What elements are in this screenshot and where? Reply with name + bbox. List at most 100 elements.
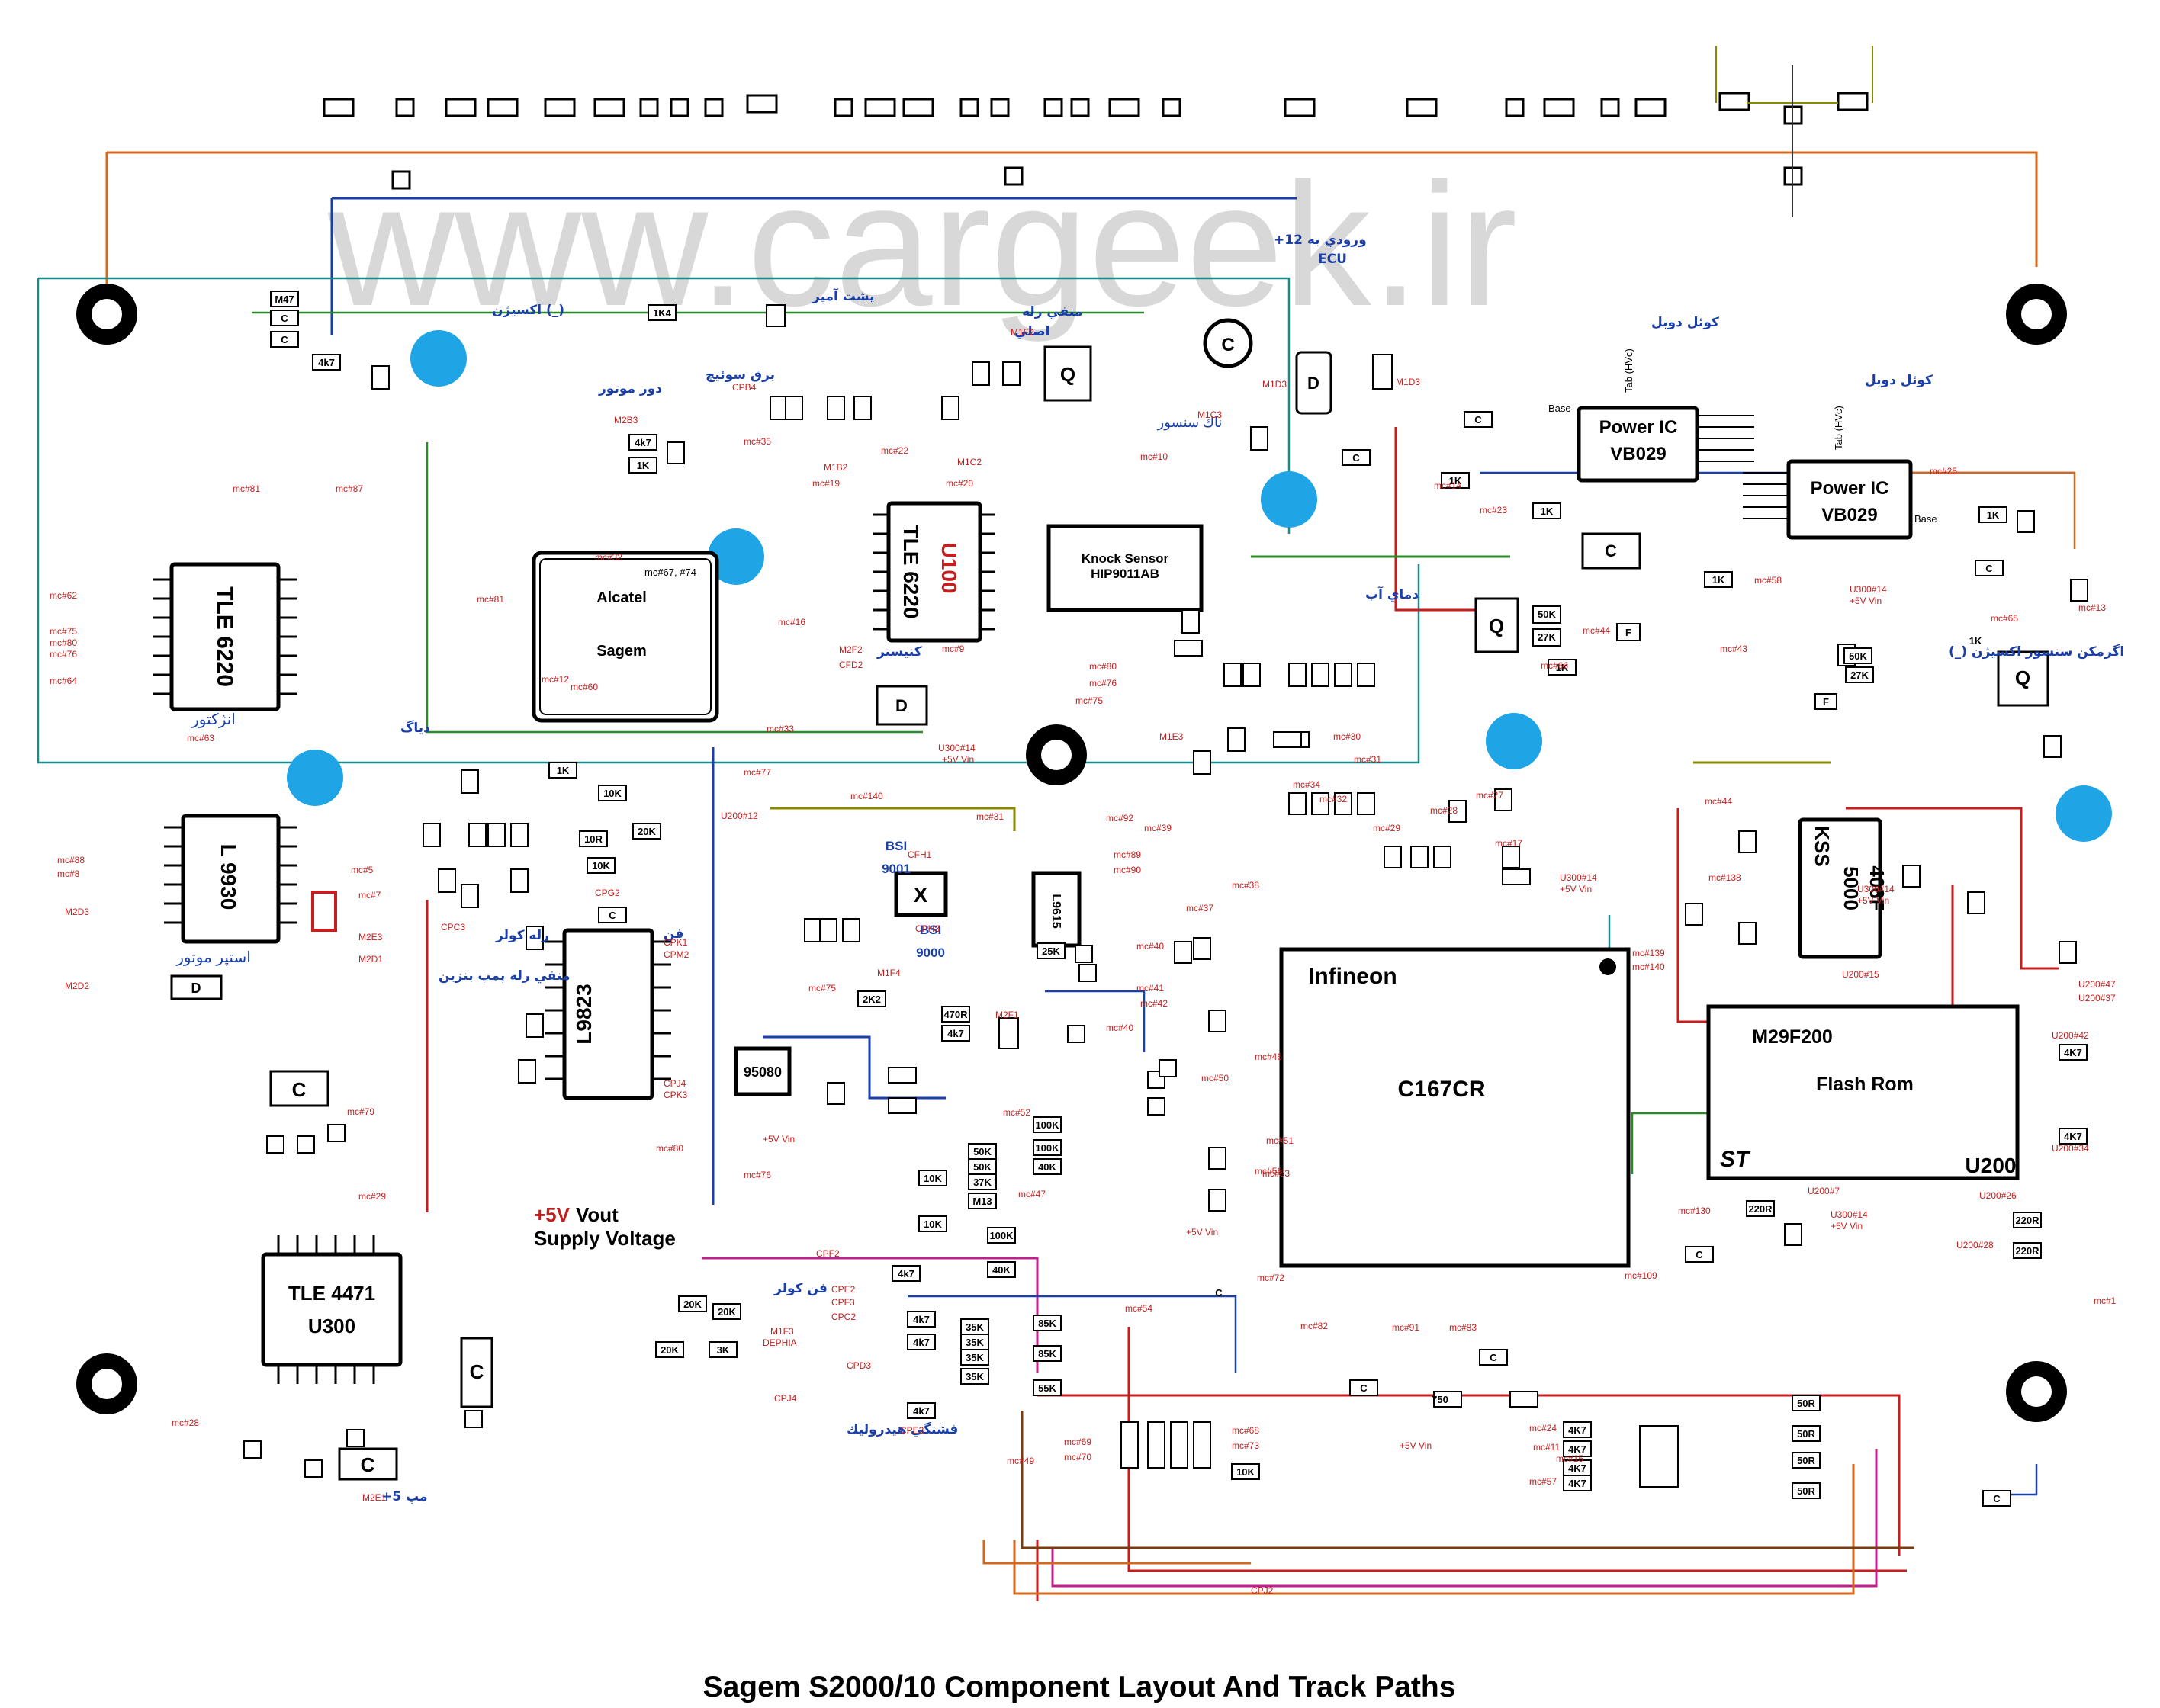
- svg-text:Q: Q: [2015, 666, 2030, 689]
- svg-text:+5V Vin: +5V Vin: [1400, 1440, 1432, 1451]
- ic95080-label: 95080: [744, 1064, 782, 1080]
- coil2-label: كوئل دوبل: [1865, 373, 1933, 388]
- svg-text:35K: 35K: [966, 1352, 984, 1363]
- svg-text:M1B2: M1B2: [824, 462, 848, 473]
- svg-text:mc#81: mc#81: [477, 594, 504, 605]
- mounting-holes: [76, 284, 2067, 1422]
- svg-text:mc#68: mc#68: [1232, 1425, 1259, 1436]
- ignition-label: برق سوئيچ: [706, 368, 775, 383]
- svg-text:U300#14: U300#14: [1857, 884, 1895, 894]
- svg-text:mc#46: mc#46: [1255, 1051, 1282, 1062]
- svg-text:M1D3: M1D3: [1262, 379, 1287, 390]
- svg-text:mc#25: mc#25: [1930, 466, 1957, 477]
- svg-text:U200#26: U200#26: [1979, 1190, 2017, 1201]
- svg-text:mc#31: mc#31: [976, 811, 1004, 822]
- relay-neg-label: منفي رله: [1022, 304, 1082, 319]
- svg-text:M1F2: M1F2: [1011, 327, 1034, 338]
- svg-text:10K: 10K: [592, 860, 610, 872]
- svg-text:CFH1: CFH1: [908, 849, 932, 860]
- svg-text:U200#42: U200#42: [2052, 1030, 2089, 1041]
- svg-text:mc#62: mc#62: [50, 590, 77, 601]
- svg-text:1K: 1K: [557, 765, 570, 776]
- svg-text:10K: 10K: [924, 1173, 942, 1184]
- svg-text:10R: 10R: [584, 833, 603, 845]
- svg-text:Q: Q: [1489, 615, 1504, 637]
- oxygen-label: اكسيژن (_): [492, 303, 564, 318]
- chip-alcatel-sagem: Alcatel Sagem mc#67, #74: [532, 551, 719, 723]
- svg-text:1K4: 1K4: [653, 307, 672, 319]
- svg-text:CPC3: CPC3: [441, 922, 465, 933]
- svg-text:40K: 40K: [1038, 1161, 1056, 1173]
- chip-l9823: L9823: [545, 928, 671, 1100]
- injector-caption: انژکتور: [191, 711, 236, 728]
- svg-text:C: C: [1215, 1287, 1223, 1299]
- svg-text:1K: 1K: [1969, 635, 1982, 647]
- svg-text:mc#76: mc#76: [744, 1170, 771, 1180]
- tle4471-line2: U300: [308, 1315, 355, 1337]
- svg-text:50K: 50K: [973, 1146, 992, 1157]
- svg-text:mc#87: mc#87: [336, 483, 363, 494]
- svg-text:50K: 50K: [1849, 650, 1867, 662]
- svg-text:CPC2: CPC2: [831, 1312, 856, 1322]
- svg-text:M1C3: M1C3: [1197, 409, 1222, 420]
- stepper-caption: استپر موتور: [175, 949, 251, 966]
- svg-text:M13: M13: [972, 1196, 992, 1207]
- svg-text:U300#14: U300#14: [1560, 872, 1597, 883]
- svg-text:CPD3: CPD3: [847, 1360, 871, 1371]
- svg-text:DEPHIA: DEPHIA: [763, 1337, 797, 1348]
- svg-text:+5V Vin: +5V Vin: [1857, 895, 1889, 906]
- svg-text:mc#24: mc#24: [1529, 1423, 1557, 1434]
- svg-text:1K: 1K: [637, 460, 650, 471]
- relay-main-label: اصلي: [1014, 324, 1049, 339]
- svg-text:C: C: [1985, 563, 1993, 574]
- canister-label: كنيستر: [876, 644, 922, 660]
- svg-text:mc#65: mc#65: [1991, 613, 2018, 624]
- svg-text:M2D2: M2D2: [65, 981, 89, 991]
- bsi-line4: 9000: [916, 946, 945, 960]
- svg-text:27K: 27K: [1850, 669, 1869, 681]
- svg-text:+5V Vin: +5V Vin: [763, 1134, 795, 1145]
- temp-label: دماي آب: [1365, 586, 1419, 602]
- svg-text:470R: 470R: [943, 1009, 968, 1020]
- bsi-line1: BSI: [886, 839, 907, 853]
- svg-text:mc#91: mc#91: [1392, 1322, 1419, 1333]
- svg-text:mc#28: mc#28: [1430, 805, 1458, 816]
- u100-marking: U100: [937, 543, 961, 594]
- svg-text:M2E3: M2E3: [358, 932, 383, 942]
- svg-text:mc#70: mc#70: [1064, 1452, 1091, 1462]
- svg-text:mc#40: mc#40: [1136, 941, 1164, 952]
- svg-text:mc#31: mc#31: [1354, 754, 1381, 765]
- svg-text:mc#34: mc#34: [1293, 779, 1320, 790]
- svg-text:mc#14: mc#14: [1434, 480, 1461, 491]
- svg-text:mc#28: mc#28: [172, 1417, 199, 1428]
- alcatel-ref: mc#67, #74: [644, 567, 696, 578]
- svg-text:10K: 10K: [1236, 1466, 1255, 1478]
- svg-text:40K: 40K: [992, 1264, 1011, 1276]
- svg-text:+5V Vin: +5V Vin: [1560, 884, 1592, 894]
- svg-text:mc#109: mc#109: [1625, 1270, 1657, 1281]
- flash-line2: Flash Rom: [1816, 1074, 1914, 1095]
- svg-text:mc#90: mc#90: [1114, 865, 1141, 875]
- svg-text:4k7: 4k7: [913, 1337, 930, 1348]
- chip-vb029-b: Power IC VB029 Base Tab (HVc): [1743, 406, 1937, 540]
- svg-text:mc#44: mc#44: [1583, 625, 1610, 636]
- supply-vout: Vout: [576, 1203, 619, 1226]
- svg-text:4k7: 4k7: [947, 1028, 964, 1039]
- svg-text:M2D1: M2D1: [358, 954, 383, 965]
- svg-text:mc#57: mc#57: [1529, 1476, 1557, 1487]
- svg-text:100K: 100K: [1035, 1119, 1059, 1131]
- svg-text:mc#49: mc#49: [1007, 1456, 1034, 1466]
- l9930-label: L 9930: [217, 844, 240, 910]
- svg-text:220R: 220R: [2015, 1245, 2039, 1257]
- svg-text:mc#43: mc#43: [1720, 644, 1747, 654]
- svg-text:mc#66: mc#66: [1541, 660, 1568, 671]
- svg-text:mc#138: mc#138: [1708, 872, 1741, 883]
- svg-text:mc#75: mc#75: [808, 983, 836, 994]
- svg-text:mc#89: mc#89: [1114, 849, 1141, 860]
- knock-line2: HIP9011AB: [1091, 567, 1159, 581]
- svg-text:mc#72: mc#72: [1257, 1273, 1284, 1283]
- flash-line1: M29F200: [1752, 1026, 1833, 1048]
- svg-text:2K2: 2K2: [863, 994, 881, 1005]
- svg-text:100K: 100K: [989, 1230, 1014, 1241]
- heater-o2-label: (_) اگرمكن سنسور اكسيژن: [1949, 644, 2124, 660]
